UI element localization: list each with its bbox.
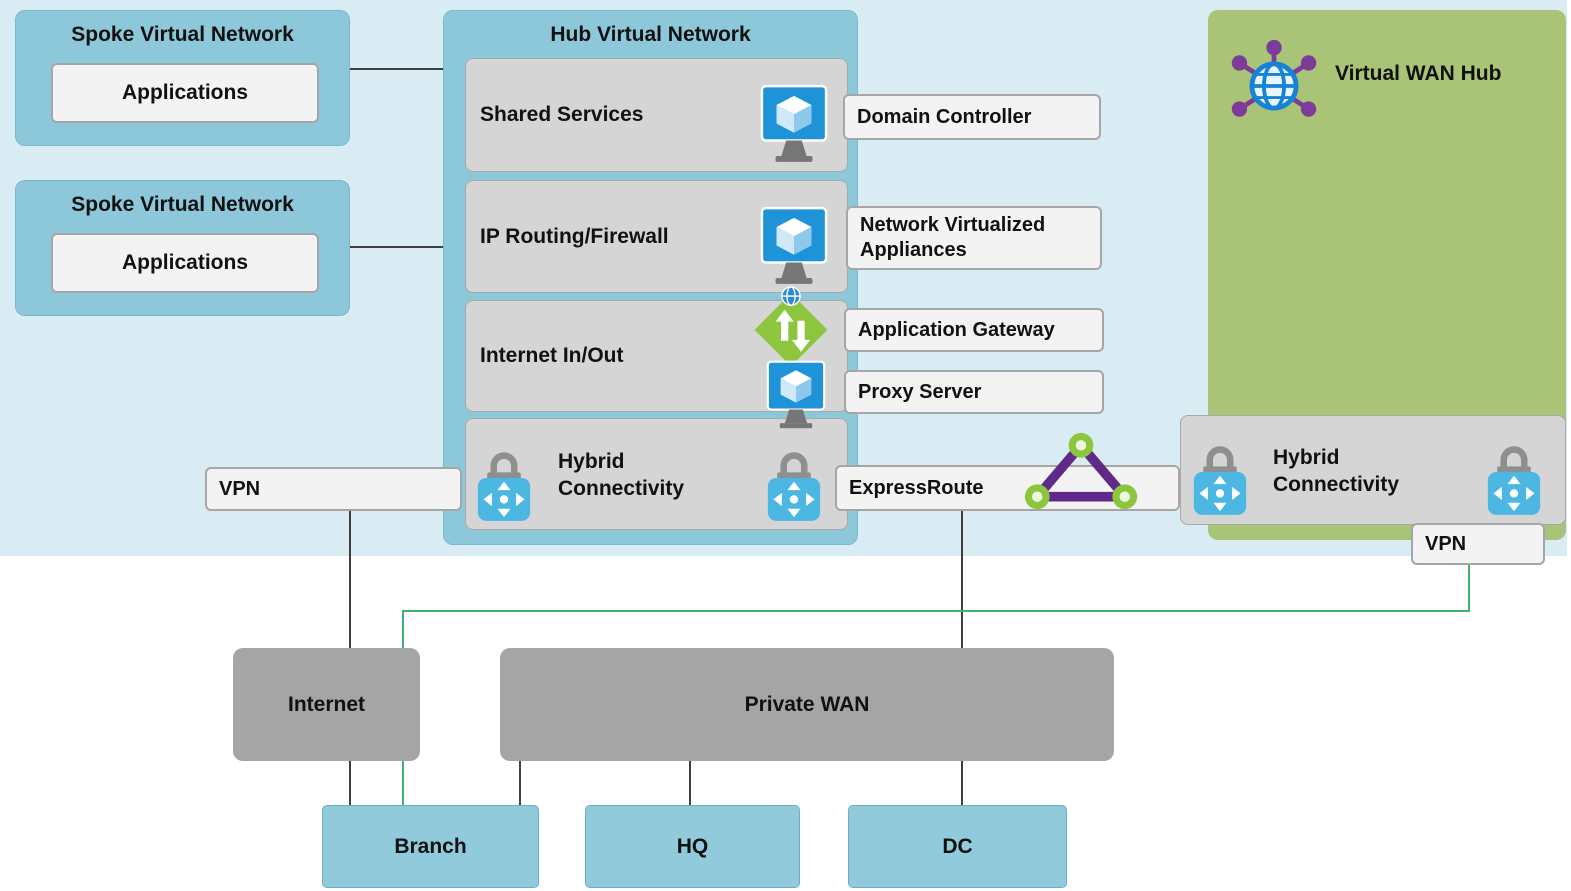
vpn-right-label: VPN xyxy=(1425,532,1467,555)
vm-icon xyxy=(766,360,826,430)
site-hq: HQ xyxy=(585,805,800,888)
wan-hybrid-connectivity-label: Hybrid Connectivity xyxy=(1273,445,1400,496)
shared-services-label: Shared Services xyxy=(480,103,644,126)
vpn-gateway-lock-icon xyxy=(476,446,532,523)
callout-proxy-server: Proxy Server xyxy=(844,370,1104,414)
vm-icon xyxy=(760,206,828,286)
spoke-vnet-1: Spoke Virtual Network Applications xyxy=(15,10,350,146)
private-wan-label: Private WAN xyxy=(744,692,870,716)
expressroute-triangle-icon xyxy=(1022,430,1140,512)
spoke-vnet-2: Spoke Virtual Network Applications xyxy=(15,180,350,316)
application-gateway-icon xyxy=(753,286,829,367)
connector-internet-branch xyxy=(349,761,351,806)
callout-application-gateway: Application Gateway xyxy=(844,308,1104,352)
vm-icon xyxy=(760,84,828,164)
site-branch: Branch xyxy=(322,805,539,888)
callout-vpn-right: VPN xyxy=(1411,523,1545,565)
spoke-vnet-1-applications: Applications xyxy=(51,63,319,123)
connector-expressroute-privatewan xyxy=(961,510,963,648)
ip-routing-firewall-label: IP Routing/Firewall xyxy=(480,224,669,248)
hub-vnet-title: Hub Virtual Network xyxy=(550,23,751,46)
site-dc: DC xyxy=(848,805,1067,888)
connector-privatewan-dc xyxy=(961,761,963,806)
domain-controller-label: Domain Controller xyxy=(857,105,1032,128)
vpn-gateway-lock-icon xyxy=(1486,440,1542,517)
vpn-left-label: VPN xyxy=(219,477,261,500)
application-gateway-label: Application Gateway xyxy=(858,318,1055,341)
nva-label: Network Virtualized Appliances xyxy=(860,214,1046,261)
vpn-gateway-lock-icon xyxy=(1192,440,1248,517)
connector-spoke1-hub xyxy=(350,68,443,70)
private-wan-box: Private WAN xyxy=(500,648,1114,761)
internet-box: Internet xyxy=(233,648,420,761)
connector-vpn-internet xyxy=(349,510,351,648)
expressroute-label: ExpressRoute xyxy=(849,476,984,499)
callout-domain-controller: Domain Controller xyxy=(843,94,1101,140)
connector-privatewan-branch xyxy=(519,761,521,806)
connector-privatewan-hq xyxy=(689,761,691,806)
callout-vpn-left: VPN xyxy=(205,467,462,511)
internet-in-out-label: Internet In/Out xyxy=(480,344,624,367)
vpn-branch-link-horizontal xyxy=(402,610,1470,612)
hq-label: HQ xyxy=(676,834,709,858)
proxy-server-label: Proxy Server xyxy=(858,380,982,403)
internet-label: Internet xyxy=(287,692,365,716)
dc-label: DC xyxy=(942,834,973,858)
callout-network-virtualized-appliances: Network Virtualized Appliances xyxy=(846,206,1102,270)
hub-hybrid-connectivity-label: Hybrid Connectivity xyxy=(558,449,685,500)
spoke-vnet-2-title: Spoke Virtual Network xyxy=(71,193,294,216)
branch-label: Branch xyxy=(394,834,467,858)
spoke-vnet-1-title: Spoke Virtual Network xyxy=(71,23,294,46)
connector-spoke2-hub xyxy=(350,246,443,248)
virtual-wan-globe-icon xyxy=(1226,38,1322,134)
spoke-vnet-2-applications: Applications xyxy=(51,233,319,293)
vpn-gateway-lock-icon xyxy=(766,446,822,523)
virtual-wan-hub-title: Virtual WAN Hub xyxy=(1335,62,1502,85)
vpn-branch-link-vertical-right xyxy=(1468,565,1470,612)
